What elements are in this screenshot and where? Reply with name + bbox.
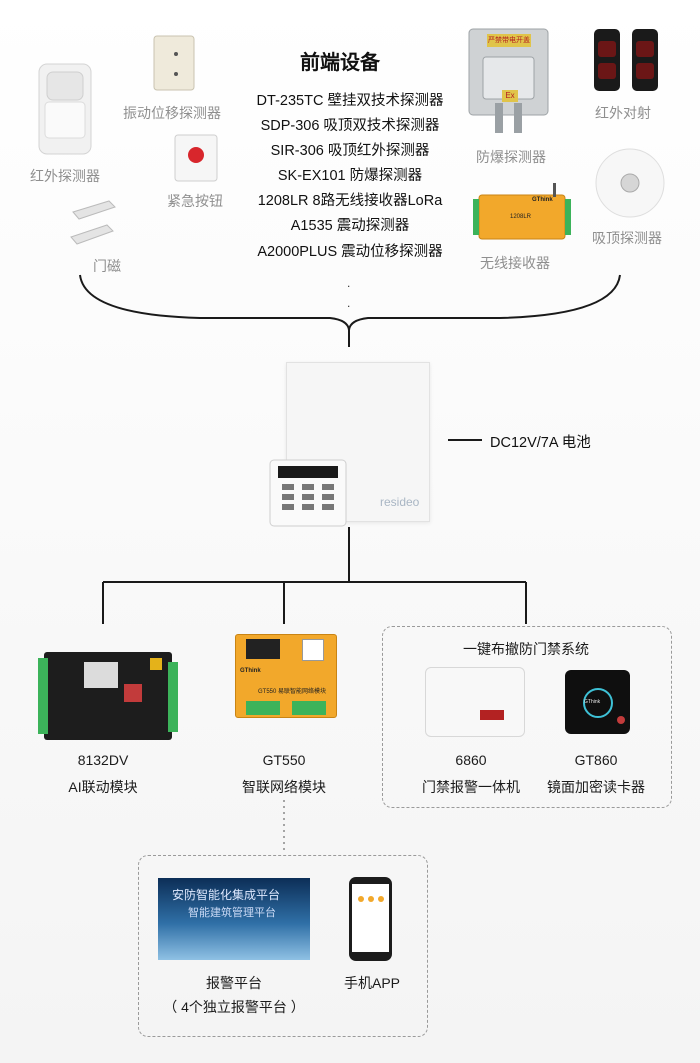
access-item-model: 6860 bbox=[455, 752, 487, 768]
ceiling-detector-image bbox=[594, 147, 666, 219]
feature-line: SK-EX101 防爆探测器 bbox=[277, 168, 423, 184]
mobile-app-label: 手机APP bbox=[343, 975, 400, 991]
gt860-brand: GThink bbox=[584, 699, 601, 705]
battery-label: DC12V/7A 电池 bbox=[490, 435, 591, 451]
feature-line: DT-235TC 壁挂双技术探测器 bbox=[256, 93, 444, 109]
access-item-desc: 镜面加密读卡器 bbox=[547, 779, 645, 795]
module-desc: 智联网络模块 bbox=[242, 779, 326, 795]
panic-button-image bbox=[173, 133, 219, 183]
pir-detector-image bbox=[35, 62, 95, 157]
access-control-title: 一键布撤防门禁系统 bbox=[463, 641, 589, 657]
8132dv-board-image bbox=[38, 652, 178, 740]
explosion-proof-label: 防爆探测器 bbox=[476, 149, 546, 165]
access-control-group bbox=[382, 626, 672, 808]
platform-group bbox=[138, 855, 428, 1037]
6860-terminal-image bbox=[425, 667, 525, 737]
door-contact-image bbox=[65, 197, 125, 252]
banner-line-1: 安防智能化集成平台 bbox=[172, 888, 281, 902]
ellipsis-dots: .. bbox=[347, 276, 351, 310]
beam-detector-label: 红外对射 bbox=[595, 105, 651, 121]
feature-line: SDP-306 吸顶双技术探测器 bbox=[260, 118, 440, 134]
module-model: GT550 bbox=[262, 752, 306, 768]
access-item-model: GT860 bbox=[574, 752, 618, 768]
module-model: 8132DV bbox=[77, 752, 129, 768]
feature-line: A2000PLUS 震动位移探测器 bbox=[257, 244, 443, 260]
wireless-model: 1208LR bbox=[510, 214, 532, 220]
mobile-phone-image bbox=[349, 877, 392, 961]
vibration-detector-image bbox=[152, 34, 196, 92]
resideo-logo: resideo bbox=[380, 495, 420, 509]
gt550-brand: GThink bbox=[240, 668, 261, 674]
explosion-ex-badge: Ex bbox=[502, 90, 518, 102]
wireless-receiver-label: 无线接收器 bbox=[480, 255, 550, 271]
page-title: 前端设备 bbox=[300, 52, 380, 74]
keypad-image bbox=[268, 458, 348, 528]
alarm-platform-banner: 安防智能化集成平台 智能建筑管理平台 bbox=[158, 878, 310, 960]
alarm-platform-label: 报警平台 bbox=[206, 975, 262, 991]
panic-button-label: 紧急按钮 bbox=[167, 193, 223, 209]
feature-line: 1208LR 8路无线接收器LoRa bbox=[257, 193, 443, 209]
alarm-platform-sub: （ 4个独立报警平台 ） bbox=[163, 999, 305, 1015]
explosion-proof-detector-image bbox=[467, 27, 550, 142]
wireless-brand: GThink bbox=[532, 197, 553, 203]
access-item-desc: 门禁报警一体机 bbox=[422, 779, 520, 795]
gt860-reader-image bbox=[565, 670, 630, 734]
gt550-module-image bbox=[235, 634, 337, 718]
vibration-detector-label: 振动位移探测器 bbox=[123, 105, 221, 121]
pir-detector-label: 红外探测器 bbox=[30, 168, 100, 184]
gt550-plate: GT550 易联智能网络模块 bbox=[258, 689, 327, 695]
feature-line: SIR-306 吸顶红外探测器 bbox=[270, 143, 430, 159]
wireless-receiver-image bbox=[473, 183, 573, 245]
ceiling-detector-label: 吸顶探测器 bbox=[592, 230, 662, 246]
explosion-warning-plate: 严禁带电开盖 bbox=[487, 34, 531, 47]
beam-detector-image bbox=[590, 27, 662, 93]
module-desc: AI联动模块 bbox=[68, 779, 138, 795]
feature-line: A1535 震动探测器 bbox=[290, 218, 410, 234]
banner-line-2: 智能建筑管理平台 bbox=[188, 907, 276, 919]
door-contact-label: 门磁 bbox=[93, 258, 121, 274]
